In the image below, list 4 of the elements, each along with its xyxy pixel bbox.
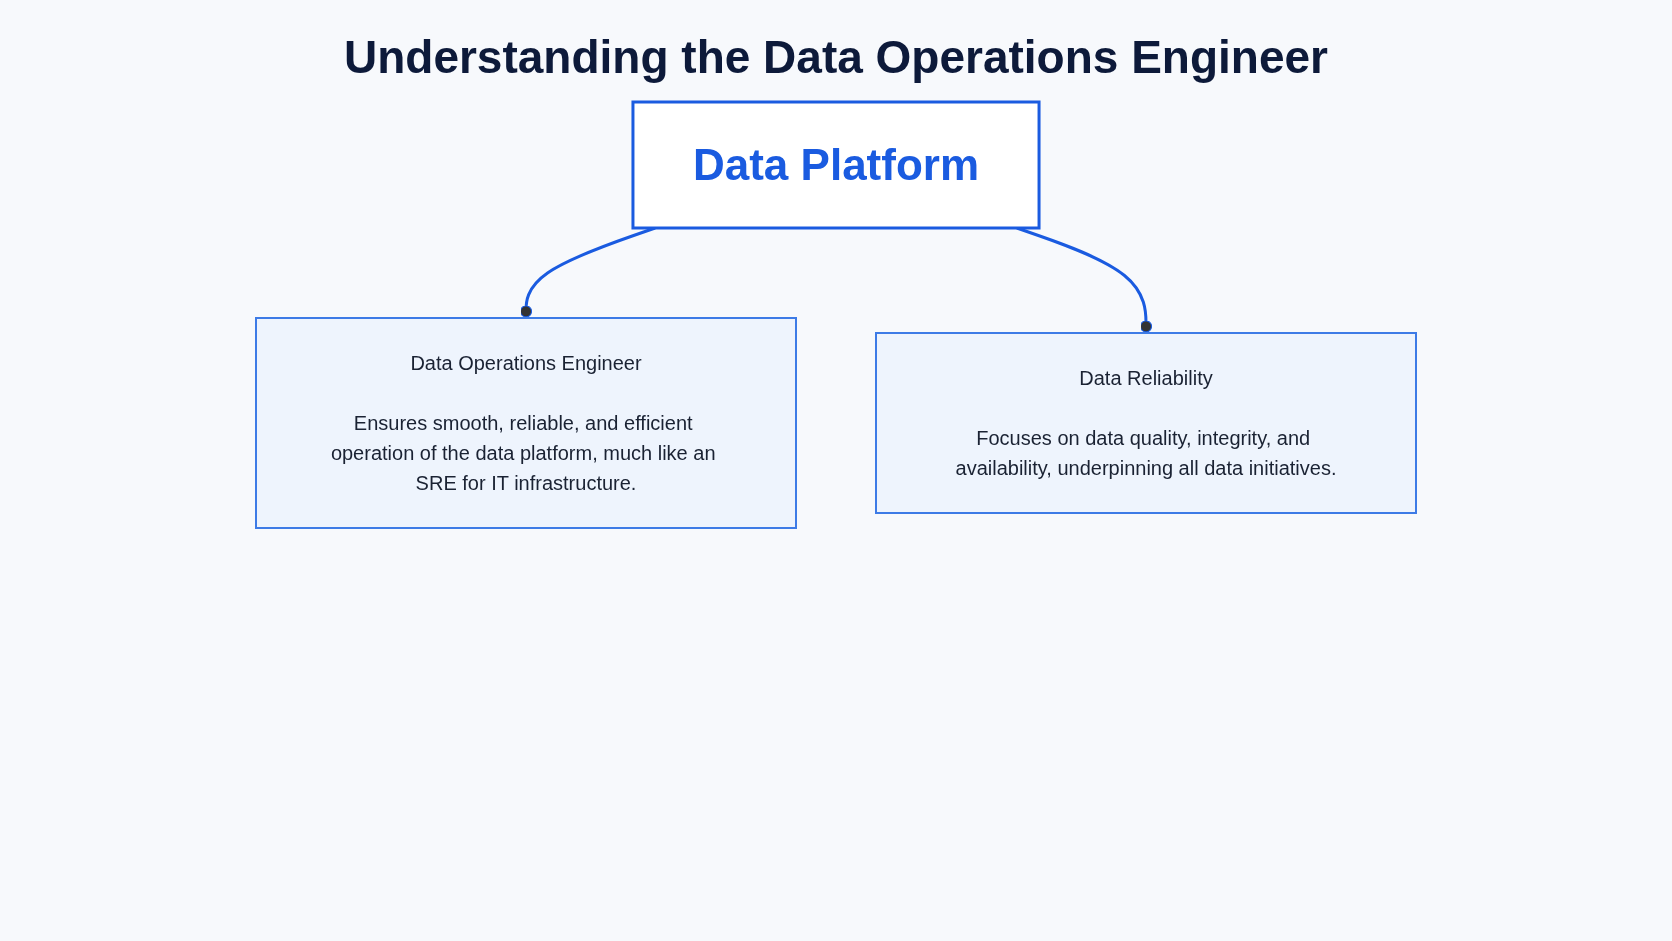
node-box: Data Reliability Focuses on data quality, integrity, and availability, underpinning all data initiatives. <box>875 332 1417 514</box>
node-box: Data Platform <box>631 100 1041 230</box>
diagram-title: Understanding the Data Operations Engineer <box>342 30 1329 85</box>
node-box: Data Operations Engineer Ensures smooth, reliable, and efficient operation of the data platform, much like an SRE for IT infrastructure. <box>255 317 797 529</box>
